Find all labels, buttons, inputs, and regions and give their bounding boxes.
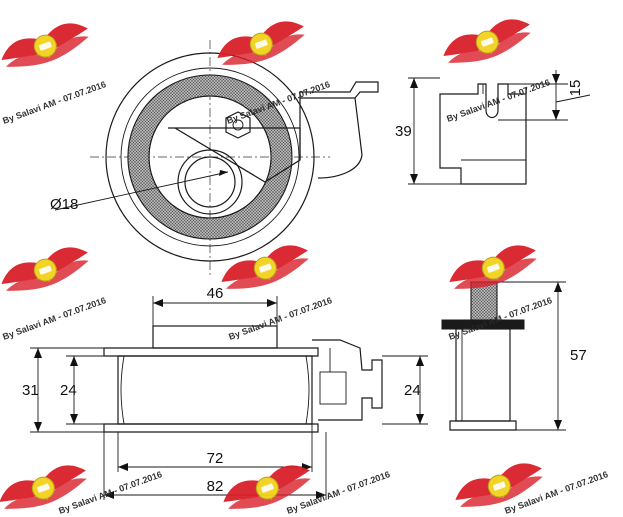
- diameter-arrow: [219, 170, 228, 176]
- dim72-arrow-left: [118, 463, 128, 471]
- pulley-body: [117, 355, 313, 425]
- pulley-outer-circle: [105, 52, 315, 262]
- watermark-text: By Salavi AM - 07.07.2016: [447, 295, 553, 342]
- eccentric-plate: [168, 127, 301, 183]
- body-curve-left: [120, 355, 125, 425]
- mounting-tab: [299, 81, 379, 99]
- dim46-arrow-right: [267, 299, 277, 307]
- watermark-logo: [212, 14, 311, 76]
- watermark-text: By Salavi AM - 07.07.2016: [1, 79, 107, 126]
- bottom-flange: [103, 423, 319, 433]
- dim57-arrow-top: [554, 282, 562, 292]
- body-curve-right: [305, 355, 310, 425]
- watermark-text: By Salavi AM - 07.07.2016: [227, 295, 333, 342]
- dim24-arrow-top: [70, 356, 78, 366]
- bottom-view: 46 31 24 24 72 82: [22, 285, 428, 500]
- dim39-arrow-top: [410, 78, 418, 88]
- hex-nut: [225, 111, 251, 139]
- dim57-arrow-bottom: [554, 420, 562, 430]
- diameter-label: Ø18: [50, 196, 78, 213]
- eccentric-hub: [177, 149, 243, 215]
- dim24-label: 24: [60, 382, 77, 399]
- diameter-leader: [54, 171, 229, 211]
- watermark-logo: [216, 238, 315, 300]
- dim31-arrow-bottom: [34, 422, 42, 432]
- dim24r-label: 24: [404, 382, 421, 399]
- dim82-arrow-left: [104, 491, 114, 499]
- hex-nut-bore: [232, 119, 244, 131]
- watermark-logo: [0, 240, 95, 302]
- dim15-arrow-top: [552, 74, 560, 84]
- watermark-logo: [0, 16, 95, 78]
- bolt-shank: [455, 328, 511, 422]
- dim24-arrow-bottom: [70, 414, 78, 424]
- dim39-label: 39: [395, 123, 412, 140]
- dim31-arrow-top: [34, 348, 42, 358]
- dim46-label: 46: [207, 285, 224, 302]
- watermark-text: By Salavi AM - 07.07.2016: [285, 469, 391, 516]
- bolt-thread: [470, 281, 498, 321]
- watermark-logo: [450, 456, 549, 517]
- dim39-arrow-bottom: [410, 174, 418, 184]
- dim82-label: 82: [207, 478, 224, 495]
- bracket-outline: [299, 97, 363, 179]
- side-body-outline: [439, 83, 527, 185]
- dim82-arrow-right: [316, 491, 326, 499]
- bolt-foot: [449, 420, 517, 431]
- front-view: Ø18: [50, 40, 379, 275]
- bearing-inner-circle: [148, 95, 272, 219]
- watermark-text: By Salavi AM - 07.07.2016: [1, 295, 107, 342]
- bracket-window: [319, 371, 347, 405]
- dim46-arrow-left: [153, 299, 163, 307]
- dim72-label: 72: [207, 450, 224, 467]
- bracket-side: [312, 339, 383, 421]
- top-flange: [103, 347, 319, 357]
- pulley-rim-circle: [120, 67, 300, 247]
- watermark-layer: By Salavi AM - 07.07.2016 By Salavi AM -…: [0, 12, 609, 517]
- dim24r-arrow-top: [416, 356, 424, 366]
- dim15-label: 15: [567, 80, 584, 97]
- watermark-logo: [438, 12, 537, 74]
- dim57-label: 57: [570, 347, 587, 364]
- dim24r-arrow-bottom: [416, 414, 424, 424]
- dim15-arrow-bottom: [552, 110, 560, 120]
- bolt-view: 57: [441, 281, 587, 431]
- dim15-leader: [555, 94, 591, 103]
- dim31-label: 31: [22, 382, 39, 399]
- side-view: 39 15: [395, 70, 591, 185]
- bore-circle: [184, 156, 236, 208]
